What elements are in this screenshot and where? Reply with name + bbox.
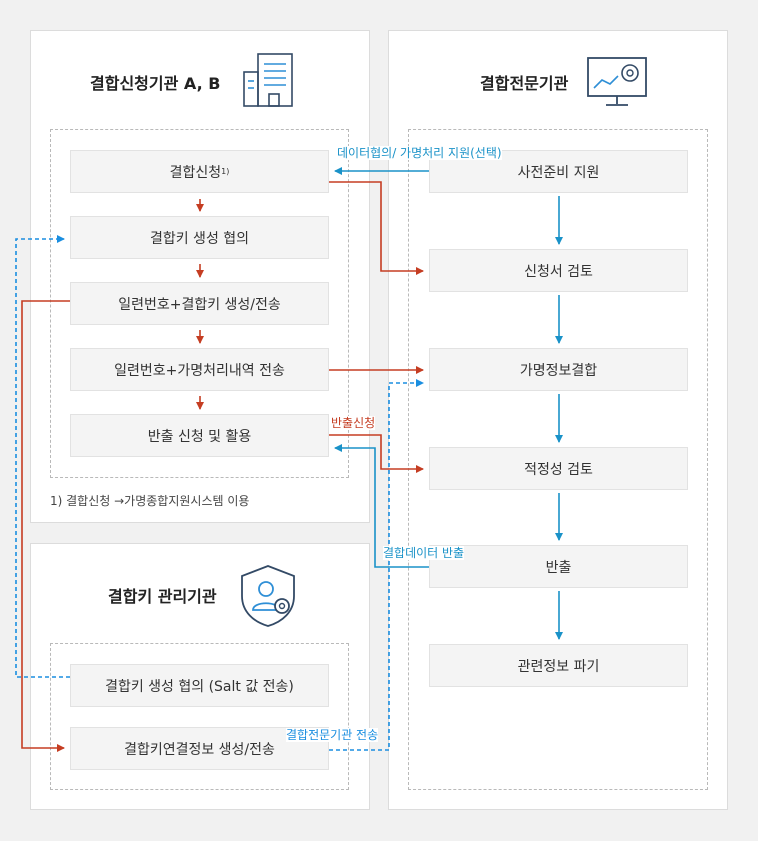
arrow-export-request [329, 434, 424, 473]
step-serial-pseudonym: 일련번호+가명처리내역 전송 [70, 348, 329, 391]
arrow-request-review [329, 181, 424, 275]
arrow-serial-keylink [21, 300, 70, 752]
label-export-data: 결합데이터 반출 [383, 546, 465, 560]
applicant-dashed-area [50, 129, 349, 478]
footnote-marker: 1) [221, 167, 230, 176]
step-destroy: 관련정보 파기 [429, 644, 688, 687]
step-application-review: 신청서 검토 [429, 249, 688, 292]
arrow-keylink-expert [329, 379, 424, 751]
label-export-request: 반출신청 [331, 416, 376, 430]
step-key-salt: 결합키 생성 협의 (Salt 값 전송) [70, 664, 329, 707]
applicant-title: 결합신청기관 A, B [90, 74, 221, 93]
step-combine-request-label: 결합신청 [169, 164, 222, 181]
monitor-gear-icon [587, 57, 647, 106]
step-key-link: 결합키연결정보 생성/전송 [70, 727, 329, 770]
label-transfer-expert: 결합전문기관 전송 [286, 728, 379, 742]
arrow-salt-consult [15, 235, 70, 678]
key-agency-dashed-area [50, 643, 349, 790]
arrow-export-data [334, 444, 429, 568]
step-pseudonym-combine: 가명정보결합 [429, 348, 688, 391]
step-export: 반출 [429, 545, 688, 588]
step-serial-key: 일련번호+결합키 생성/전송 [70, 282, 329, 325]
expert-title: 결합전문기관 [480, 74, 569, 93]
footnote: 1) 결합신청 →가명종합지원시스템 이용 [50, 494, 250, 508]
step-export-use: 반출 신청 및 활용 [70, 414, 329, 457]
step-key-consult: 결합키 생성 협의 [70, 216, 329, 259]
label-data-consult: 데이터협의/ 가명처리 지원(선택) [337, 146, 502, 160]
expert-dashed-area [408, 129, 708, 790]
building-icon [243, 53, 293, 107]
key-agency-title: 결합키 관리기관 [108, 587, 217, 606]
step-adequacy-review: 적정성 검토 [429, 447, 688, 490]
user-gear-shield-icon [241, 565, 295, 627]
